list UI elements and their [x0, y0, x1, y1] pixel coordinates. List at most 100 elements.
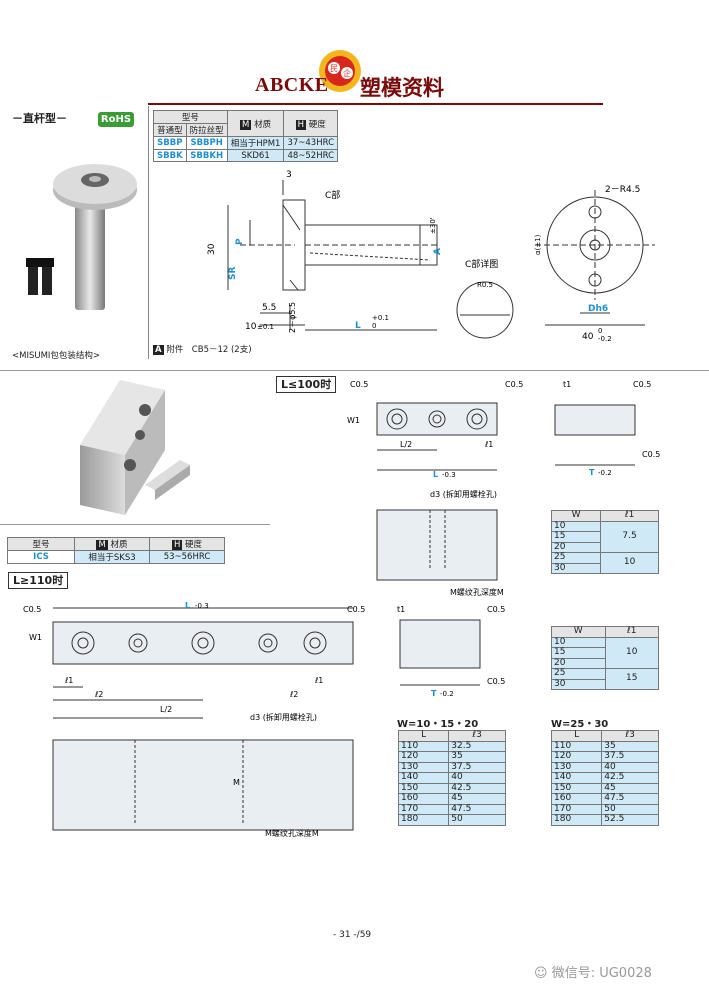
drawing-block-large: C0.5 C0.5 L -0.3 W1 ℓ1 ℓ1 ℓ2 ℓ2 L/2 d3 (…: [23, 601, 365, 838]
svg-text:10: 10: [245, 322, 257, 332]
head-model: 型号: [7, 537, 75, 551]
section-divider: [0, 524, 270, 525]
svg-text:L: L: [185, 601, 190, 610]
wechat-watermark: ☺ 微信号: UG0028: [534, 966, 652, 981]
divider: [148, 106, 149, 359]
svg-text:d3 (拆卸用螺栓孔): d3 (拆卸用螺栓孔): [430, 489, 497, 499]
svg-text:3: 3: [286, 170, 292, 180]
material-icon: M: [240, 119, 252, 130]
label-l-small: L≤100时: [276, 376, 337, 393]
svg-text:0: 0: [598, 327, 602, 335]
svg-text:C0.5: C0.5: [633, 380, 651, 389]
svg-text:C部详图: C部详图: [465, 258, 498, 270]
svg-text:Dh6: Dh6: [588, 304, 608, 314]
head-hardness: H 硬度: [149, 537, 225, 551]
svg-text:M螺纹孔深度M: M螺纹孔深度M: [450, 587, 504, 597]
svg-text:L: L: [433, 470, 438, 479]
svg-text:L/2: L/2: [160, 705, 172, 714]
head-hardness: H 硬度: [283, 110, 339, 137]
head-loose: 防拉丝型: [185, 123, 228, 137]
svg-text:L/2: L/2: [400, 440, 412, 449]
svg-text:C0.5: C0.5: [487, 605, 505, 614]
table-row: SBBP SBBPH 相当于HPM1 37~43HRC: [153, 136, 339, 150]
table-l3-b-title: W=25・30: [551, 719, 609, 730]
svg-text:SR: SR: [228, 267, 238, 280]
header-rule: [148, 103, 603, 105]
svg-text:2－R4.5: 2－R4.5: [605, 185, 640, 195]
logo-char-1: 民: [330, 64, 338, 73]
svg-text:C0.5: C0.5: [487, 677, 505, 686]
svg-text:P: P: [235, 238, 245, 245]
head-model: 型号: [153, 110, 228, 124]
svg-text:A: A: [433, 248, 443, 255]
svg-text:C0.5: C0.5: [505, 380, 523, 389]
svg-text:ℓ2: ℓ2: [94, 690, 103, 699]
svg-text:5.5: 5.5: [262, 303, 276, 313]
drawing-side-large: t1 C0.5 C0.5 T -0.2: [397, 605, 505, 698]
accessory-note: A 附件 CB5－12 (2支): [153, 345, 252, 355]
packaging-caption: <MISUMI包包装结构>: [12, 351, 101, 361]
svg-text:L: L: [355, 321, 361, 331]
rohs-badge: RoHS: [98, 112, 134, 127]
head-material: M 材质: [226, 110, 285, 137]
svg-text:ℓ1: ℓ1: [484, 440, 493, 449]
header-title: ABCKE: [255, 74, 329, 96]
logo-icon: 民 企: [319, 50, 361, 92]
head-material: M 材质: [74, 537, 150, 551]
svg-text:-0.2: -0.2: [598, 469, 612, 477]
svg-text:ℓ2: ℓ2: [289, 690, 298, 699]
spec-table-sbb: 型号 M 材质 H 硬度 普通型 防拉丝型 SBBP SBBPH 相当于HPM1…: [153, 110, 339, 162]
svg-text:W1: W1: [29, 633, 42, 642]
svg-text:C0.5: C0.5: [347, 605, 365, 614]
product-photo-straight-pin: [26, 164, 137, 310]
svg-text:C0.5: C0.5: [350, 380, 368, 389]
svg-text:±0.1: ±0.1: [257, 323, 274, 331]
svg-text:C0.5: C0.5: [23, 605, 41, 614]
svg-text:-0.3: -0.3: [442, 471, 456, 479]
hardness-icon: H: [295, 119, 307, 130]
svg-text:ℓ1: ℓ1: [314, 676, 323, 685]
svg-text:-0.3: -0.3: [195, 602, 209, 610]
table-l3-a-title: W=10・15・20: [397, 719, 479, 730]
drawing-straight-pin: 3 C部 30 P SR 5.5 10 ±0.1 2－φ5.5 L +0.1 0…: [207, 170, 655, 343]
svg-text:d3 (拆卸用螺栓孔): d3 (拆卸用螺栓孔): [250, 712, 317, 722]
table-row: SBBK SBBKH SKD61 48~52HRC: [153, 149, 339, 162]
svg-text:-0.2: -0.2: [598, 335, 612, 343]
svg-text:M螺纹孔深度M: M螺纹孔深度M: [265, 828, 319, 838]
svg-text:t1: t1: [397, 605, 405, 614]
wechat-icon: ☺: [534, 966, 548, 981]
svg-text:C部: C部: [325, 189, 340, 201]
svg-text:t1: t1: [563, 380, 571, 389]
svg-text:30: 30: [207, 243, 217, 255]
table-row: ICS 相当于SKS3 53~56HRC: [7, 550, 225, 564]
head-normal: 普通型: [153, 123, 187, 137]
svg-text:40: 40: [582, 332, 594, 342]
svg-text:T: T: [431, 689, 437, 698]
svg-text:W1: W1: [347, 416, 360, 425]
svg-text:M: M: [233, 778, 240, 787]
svg-text:-0.2: -0.2: [440, 690, 454, 698]
header-title-cn: 塑模资料: [360, 76, 444, 100]
svg-text:0: 0: [372, 322, 376, 330]
svg-text:2－φ5.5: 2－φ5.5: [288, 302, 297, 333]
svg-text:±30': ±30': [429, 217, 437, 234]
svg-text:α(±1): α(±1): [534, 234, 542, 255]
section-label: －直杆型－: [12, 112, 67, 125]
svg-text:+0.1: +0.1: [372, 314, 389, 322]
